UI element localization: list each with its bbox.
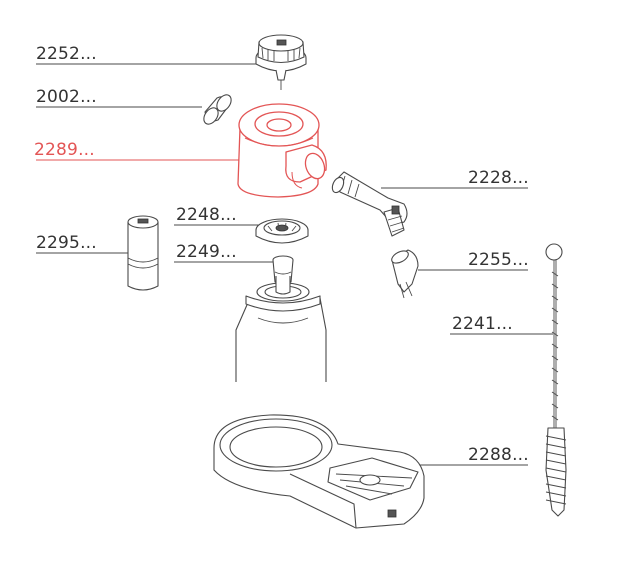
- label-2002[interactable]: 2002...: [36, 87, 97, 107]
- part-2255-tip[interactable]: [390, 248, 419, 299]
- leader-lines: [36, 63, 553, 466]
- label-2289[interactable]: 2289...: [34, 140, 95, 160]
- part-2248-gasket[interactable]: [255, 218, 309, 244]
- label-2249[interactable]: 2249...: [176, 242, 237, 262]
- part-2252-cap[interactable]: [255, 34, 307, 90]
- part-2288-stand[interactable]: [213, 414, 425, 529]
- label-2288[interactable]: 2288...: [468, 445, 529, 465]
- label-2252[interactable]: 2252...: [36, 44, 97, 64]
- part-2228-nozzle[interactable]: [330, 171, 408, 237]
- part-2241-brush[interactable]: [545, 243, 567, 517]
- part-2002-ring[interactable]: [201, 92, 234, 127]
- part-2295-holder[interactable]: [127, 215, 159, 291]
- label-2241[interactable]: 2241...: [452, 314, 513, 334]
- part-2289-head[interactable]: [237, 103, 328, 198]
- label-2248[interactable]: 2248...: [176, 205, 237, 225]
- label-2228[interactable]: 2228...: [468, 168, 529, 188]
- bottle: [235, 276, 327, 382]
- label-2295[interactable]: 2295...: [36, 233, 97, 253]
- label-2255[interactable]: 2255...: [468, 250, 529, 270]
